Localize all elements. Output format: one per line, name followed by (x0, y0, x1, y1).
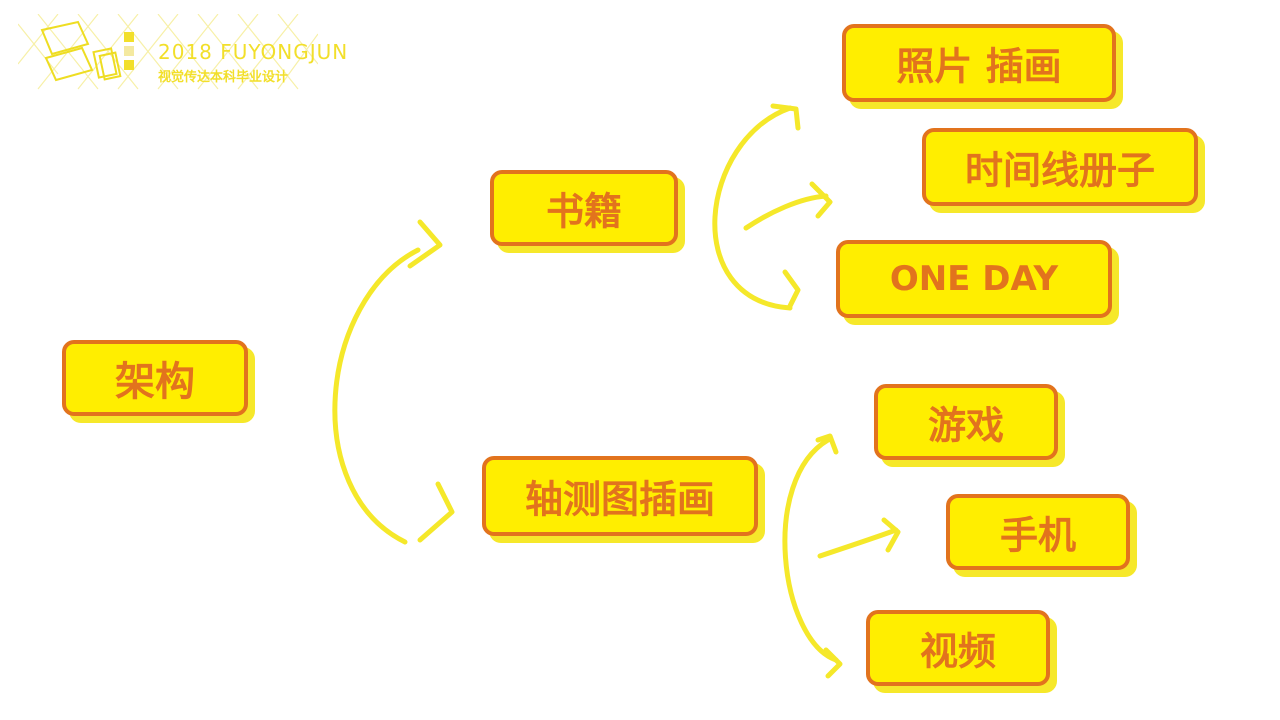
node-root: 架构 (62, 340, 255, 423)
node-game-label: 游戏 (927, 403, 1004, 448)
arrow-root-book (332, 247, 421, 545)
node-oneday: ONE DAY (836, 240, 1119, 325)
node-axon-label: 轴测图插画 (524, 477, 715, 522)
arrowhead-book-timeline (809, 181, 833, 219)
node-root-label: 架构 (115, 359, 195, 405)
arrowhead-book-photo (770, 103, 801, 131)
node-photo-label: 照片 插画 (896, 44, 1062, 89)
node-game: 游戏 (874, 384, 1065, 467)
arrow-book-photo (712, 105, 793, 311)
logo-subtitle: 视觉传达本科毕业设计 (158, 70, 289, 85)
arrowhead-axon-game (815, 433, 839, 455)
node-video: 视频 (866, 610, 1057, 693)
node-phone: 手机 (946, 494, 1137, 577)
node-book: 书籍 (490, 170, 685, 253)
arrowhead-root-book (407, 219, 443, 269)
node-timeline: 时间线册子 (922, 128, 1205, 213)
logo-title: 2018 FUYONGJUN (158, 40, 349, 64)
arrowhead-axon-phone (881, 517, 901, 553)
arrow-axon-phone (817, 527, 899, 559)
node-timeline-label: 时间线册子 (964, 148, 1155, 193)
node-video-label: 视频 (919, 629, 996, 674)
logo: 2018 FUYONGJUN 视觉传达本科毕业设计 (18, 14, 347, 94)
arrowhead-axon-video (823, 647, 843, 679)
arrow-axon-game (782, 437, 839, 663)
node-phone-label: 手机 (999, 513, 1076, 558)
arrow-book-timeline (743, 193, 829, 231)
node-oneday-label: ONE DAY (889, 259, 1059, 299)
node-axon: 轴测图插画 (482, 456, 765, 543)
arrowhead-root-axon (417, 481, 455, 543)
logo-pattern-icon (18, 14, 318, 90)
node-photo: 照片 插画 (842, 24, 1123, 109)
node-book-label: 书籍 (545, 189, 622, 234)
arrowhead-book-oneday (782, 269, 801, 309)
